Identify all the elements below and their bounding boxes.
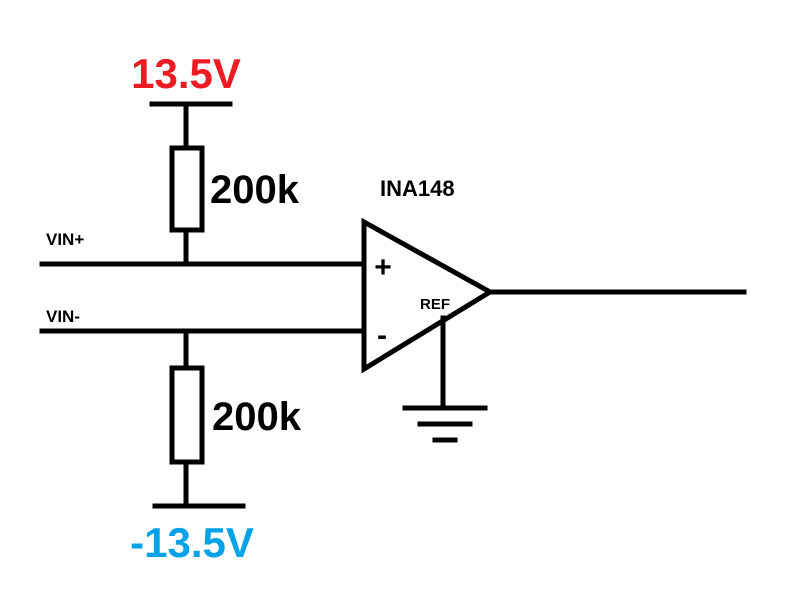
ground-symbol (402, 315, 488, 443)
input-negative: VIN- (39, 307, 367, 334)
vin-plus-label: VIN+ (46, 230, 84, 249)
input-positive: VIN+ (39, 230, 367, 267)
amplifier-minus-symbol: - (377, 319, 387, 352)
amplifier-plus-symbol: + (374, 251, 392, 284)
vin-minus-label: VIN- (46, 307, 80, 326)
positive-supply: 13.5V (131, 50, 241, 151)
resistor-top-body (169, 145, 205, 233)
resistor-bottom: 200k (169, 328, 302, 509)
negative-supply-label: -13.5V (130, 519, 254, 566)
amplifier-triangle (361, 217, 495, 374)
negative-supply: -13.5V (130, 503, 254, 566)
resistor-top-value: 200k (210, 168, 300, 212)
resistor-bottom-value: 200k (212, 395, 302, 439)
positive-supply-label: 13.5V (131, 50, 241, 97)
amplifier-part-number: INA148 (380, 176, 455, 201)
instrumentation-amplifier: INA148 + - REF (361, 176, 495, 374)
resistor-top: 200k (169, 145, 300, 267)
amplifier-ref-label: REF (420, 296, 450, 313)
resistor-bottom-body (169, 365, 205, 465)
